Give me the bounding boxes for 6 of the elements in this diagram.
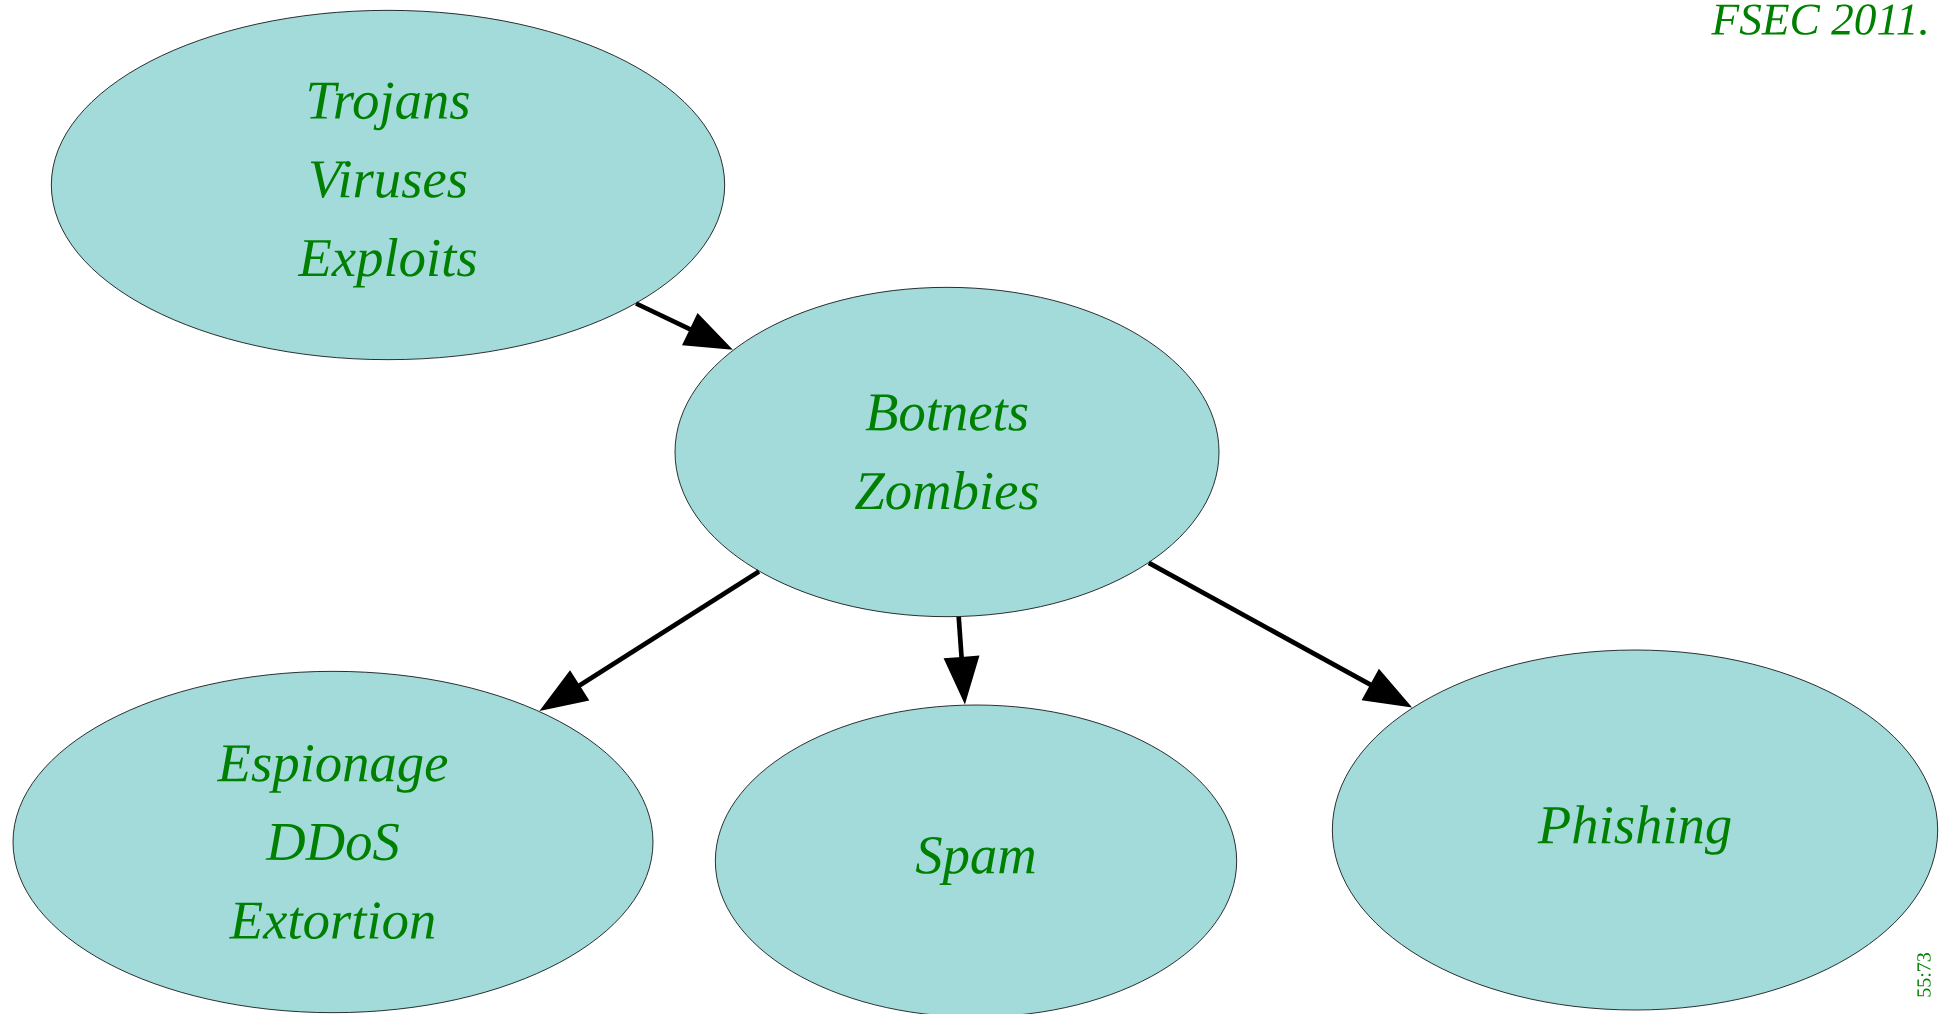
ellipse-node: Botnets Zombies	[674, 286, 1220, 618]
ellipse-node: Espionage DDoS Extortion	[12, 670, 654, 1014]
ellipse-node: Spam	[714, 704, 1238, 1014]
header-text: FSEC 2011.	[1711, 4, 1926, 36]
ellipse-node: Trojans Viruses Exploits	[50, 9, 726, 361]
page-number: 55:73	[1917, 953, 1931, 997]
